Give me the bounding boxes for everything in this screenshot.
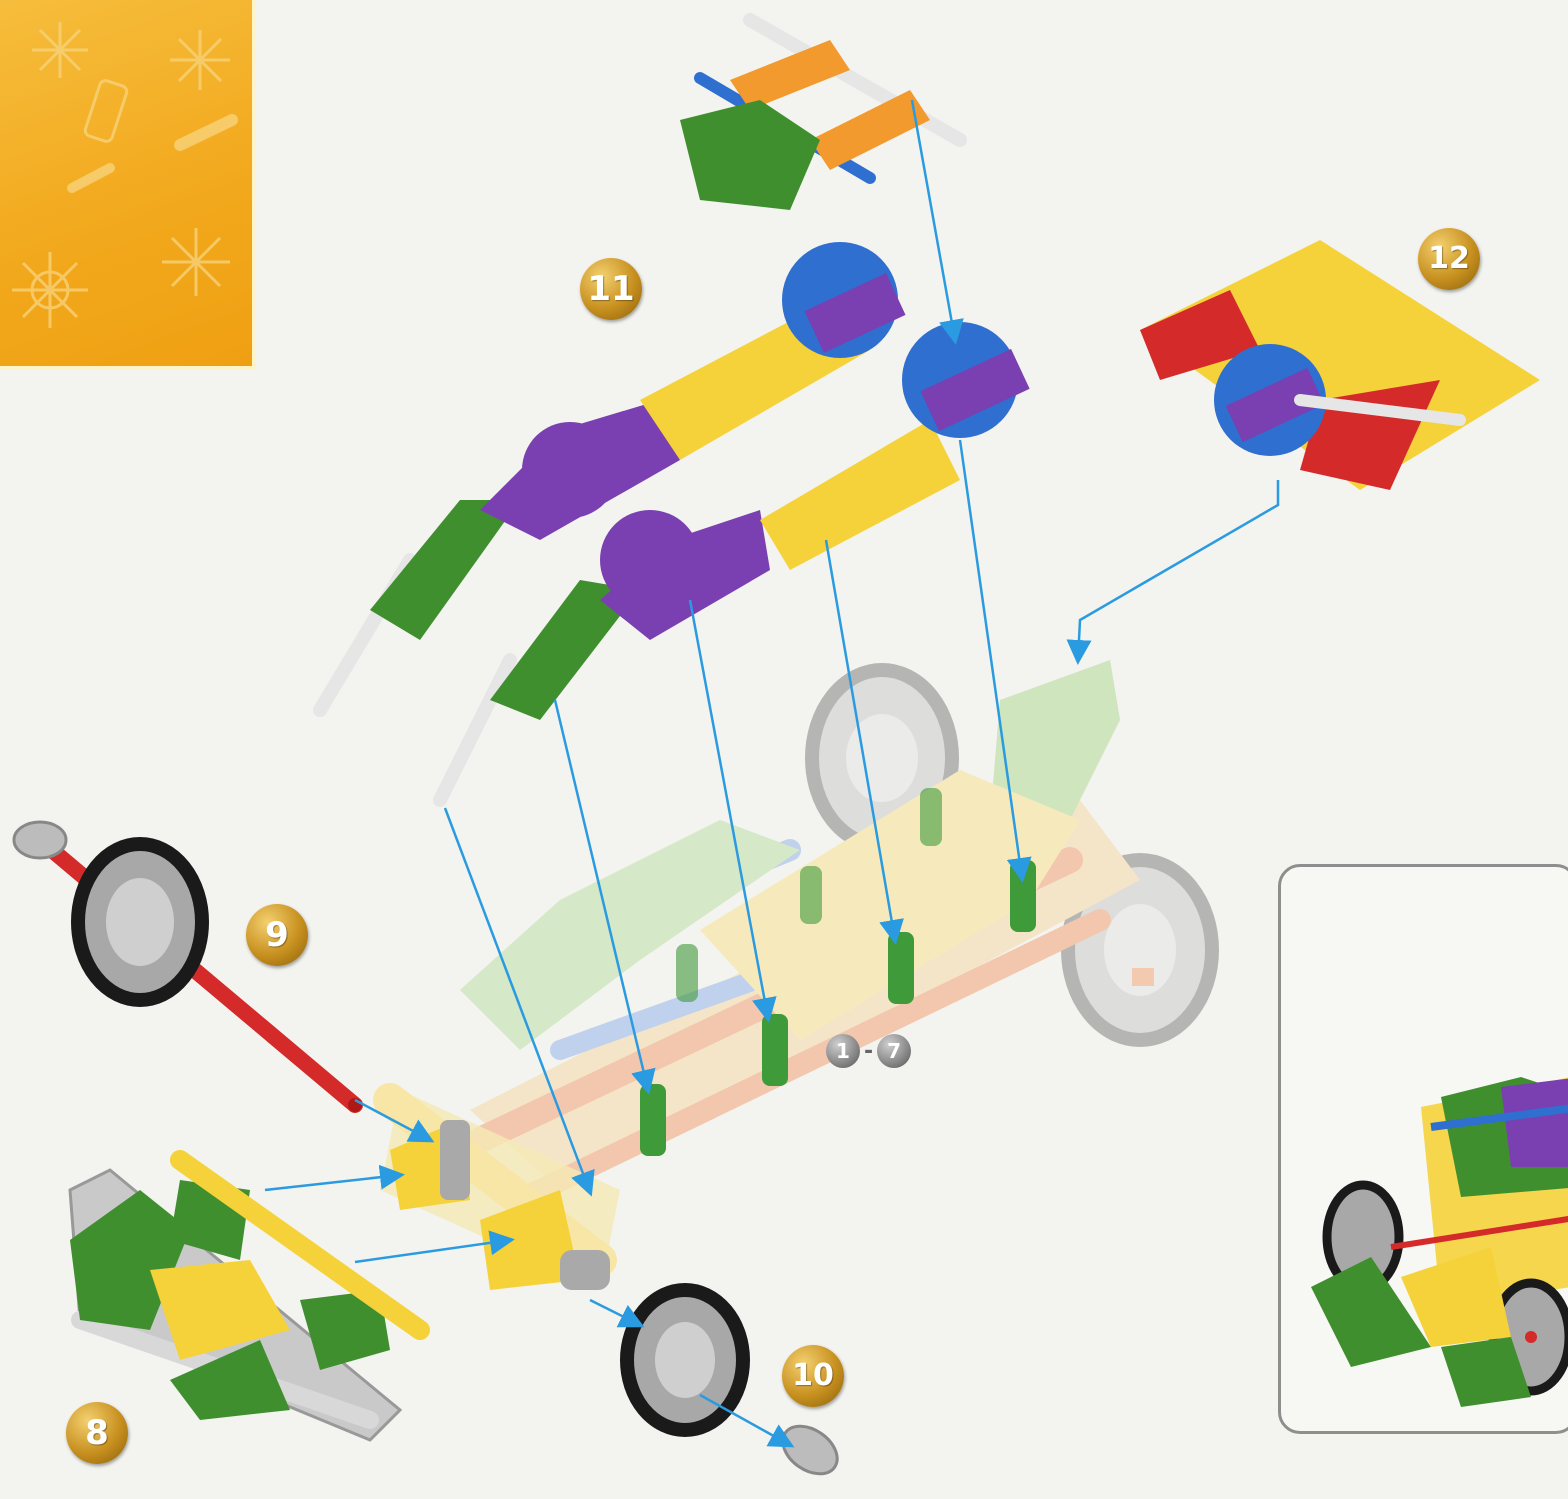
step-ref-to: 7 (877, 1034, 911, 1068)
step-badge-12: 12 (1418, 228, 1480, 290)
step-11-top-piece (680, 20, 960, 210)
previous-steps-reference: 1 - 7 (826, 1034, 911, 1068)
blue-gear-1 (782, 242, 906, 358)
step-12-platform (1140, 240, 1540, 490)
step-badge-11: 11 (580, 258, 642, 320)
step-8-front-assembly (70, 1160, 420, 1440)
step-badge-10: 10 (782, 1345, 844, 1407)
assembly-arrows (265, 100, 1278, 1445)
completed-model-inset (1278, 864, 1568, 1434)
step-badge-8: 8 (66, 1402, 128, 1464)
blue-gear-2 (902, 322, 1030, 438)
step-9-axle-wheel (14, 822, 362, 1112)
completed-model-illustration (1281, 867, 1568, 1434)
step-badge-9: 9 (246, 904, 308, 966)
step-ref-separator: - (864, 1039, 873, 1064)
step-ref-from: 1 (826, 1034, 860, 1068)
